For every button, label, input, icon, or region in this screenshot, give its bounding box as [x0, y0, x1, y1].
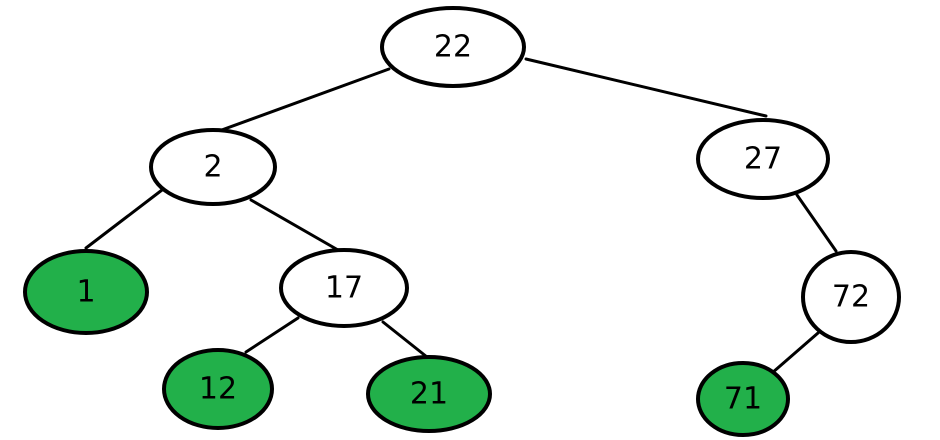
tree-node-27: 27 [696, 118, 830, 200]
node-label: 27 [744, 142, 782, 177]
highlighted-node-ellipse [162, 348, 274, 430]
tree-node-17: 17 [279, 248, 409, 328]
node-ellipse [380, 6, 526, 88]
tree-node-71: 71 [696, 361, 790, 437]
edge-n2-n1 [84, 188, 164, 250]
edge-n27-n72 [795, 193, 838, 253]
node-label: 71 [724, 382, 762, 417]
edge-n72-n71 [770, 331, 820, 375]
tree-node-72: 72 [801, 250, 901, 344]
node-ellipse [801, 250, 901, 344]
node-label: 2 [203, 150, 222, 185]
edge-n22-n2 [217, 67, 391, 133]
tree-node-12: 12 [162, 348, 274, 430]
node-ellipse [696, 118, 830, 200]
tree-node-2: 2 [149, 128, 277, 206]
highlighted-node-ellipse [366, 355, 492, 433]
highlighted-node-ellipse [696, 361, 790, 437]
node-label: 21 [410, 377, 448, 412]
tree-node-21: 21 [366, 355, 492, 433]
highlighted-node-ellipse [23, 249, 149, 335]
edge-n17-n21 [381, 320, 429, 359]
node-label: 22 [434, 30, 472, 65]
node-label: 72 [832, 280, 870, 315]
tree-node-22: 22 [380, 6, 526, 88]
node-ellipse [279, 248, 409, 328]
edge-n22-n27 [524, 57, 768, 118]
tree-node-1: 1 [23, 249, 149, 335]
node-label: 17 [325, 271, 363, 306]
node-label: 1 [76, 275, 95, 310]
edge-n17-n12 [244, 316, 300, 354]
node-ellipse [149, 128, 277, 206]
edge-n2-n17 [249, 198, 340, 252]
tree-edges [84, 57, 838, 375]
node-label: 12 [199, 372, 237, 407]
